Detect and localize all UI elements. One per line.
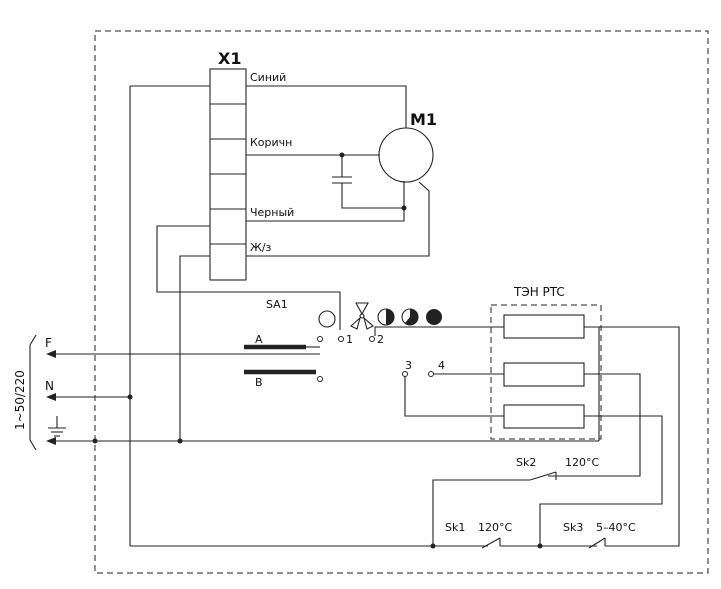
switch-contact-3: 3 bbox=[405, 359, 412, 372]
wire-label-yellow-green: Ж/з bbox=[250, 241, 272, 254]
wire-label-brown: Коричн bbox=[250, 136, 292, 149]
off-mode-icon bbox=[318, 310, 336, 328]
thermostat-sk2-name: Sk2 bbox=[516, 456, 536, 469]
enclosure-boundary bbox=[94, 30, 709, 574]
thermostat-sk3-temp: 5–40°C bbox=[596, 521, 636, 534]
switch-contact-a: A bbox=[255, 333, 263, 346]
terminal-block-x1 bbox=[209, 68, 247, 281]
neutral-label: N bbox=[45, 379, 54, 393]
supply-label: 1~50/220 bbox=[13, 370, 27, 430]
supply-lines bbox=[46, 350, 320, 445]
motor-name: M1 bbox=[410, 110, 437, 129]
switch-contact-4: 4 bbox=[438, 359, 445, 372]
junction-dots bbox=[92, 152, 543, 549]
full-power-icon bbox=[426, 309, 442, 325]
half-power-icon bbox=[377, 308, 395, 326]
switch-contact-b: B bbox=[255, 376, 263, 389]
switch-contact-2: 2 bbox=[377, 333, 384, 346]
heater-name: ТЭН PTC bbox=[513, 285, 565, 299]
phase-label: F bbox=[45, 336, 52, 350]
switch-contact-1: 1 bbox=[346, 333, 353, 346]
thermostat-sk3-symbol bbox=[588, 537, 606, 549]
heater-element-2 bbox=[503, 362, 585, 387]
three-quarter-power-icon bbox=[401, 308, 419, 326]
thermostat-sk3-name: Sk3 bbox=[563, 521, 583, 534]
capacitor-symbol bbox=[332, 176, 352, 184]
thermostat-sk2-temp: 120°C bbox=[565, 456, 599, 469]
wiring bbox=[52, 85, 680, 547]
thermostat-sk1-symbol bbox=[481, 537, 501, 549]
ground-icon bbox=[48, 416, 66, 437]
wire-label-blue: Синий bbox=[250, 71, 286, 84]
fan-icon bbox=[350, 302, 374, 330]
thermostat-sk1-temp: 120°C bbox=[478, 521, 512, 534]
thermostat-sk1-name: Sk1 bbox=[445, 521, 465, 534]
switch-name: SA1 bbox=[266, 298, 288, 311]
wire-label-black: Черный bbox=[250, 206, 294, 219]
thermostat-sk2-symbol bbox=[529, 471, 557, 481]
motor-m1-symbol bbox=[378, 127, 434, 183]
heater-group bbox=[490, 304, 602, 440]
heater-element-1 bbox=[503, 314, 585, 339]
heater-element-3 bbox=[503, 404, 585, 429]
supply-bracket bbox=[29, 334, 37, 451]
terminal-block-name: X1 bbox=[218, 49, 241, 68]
